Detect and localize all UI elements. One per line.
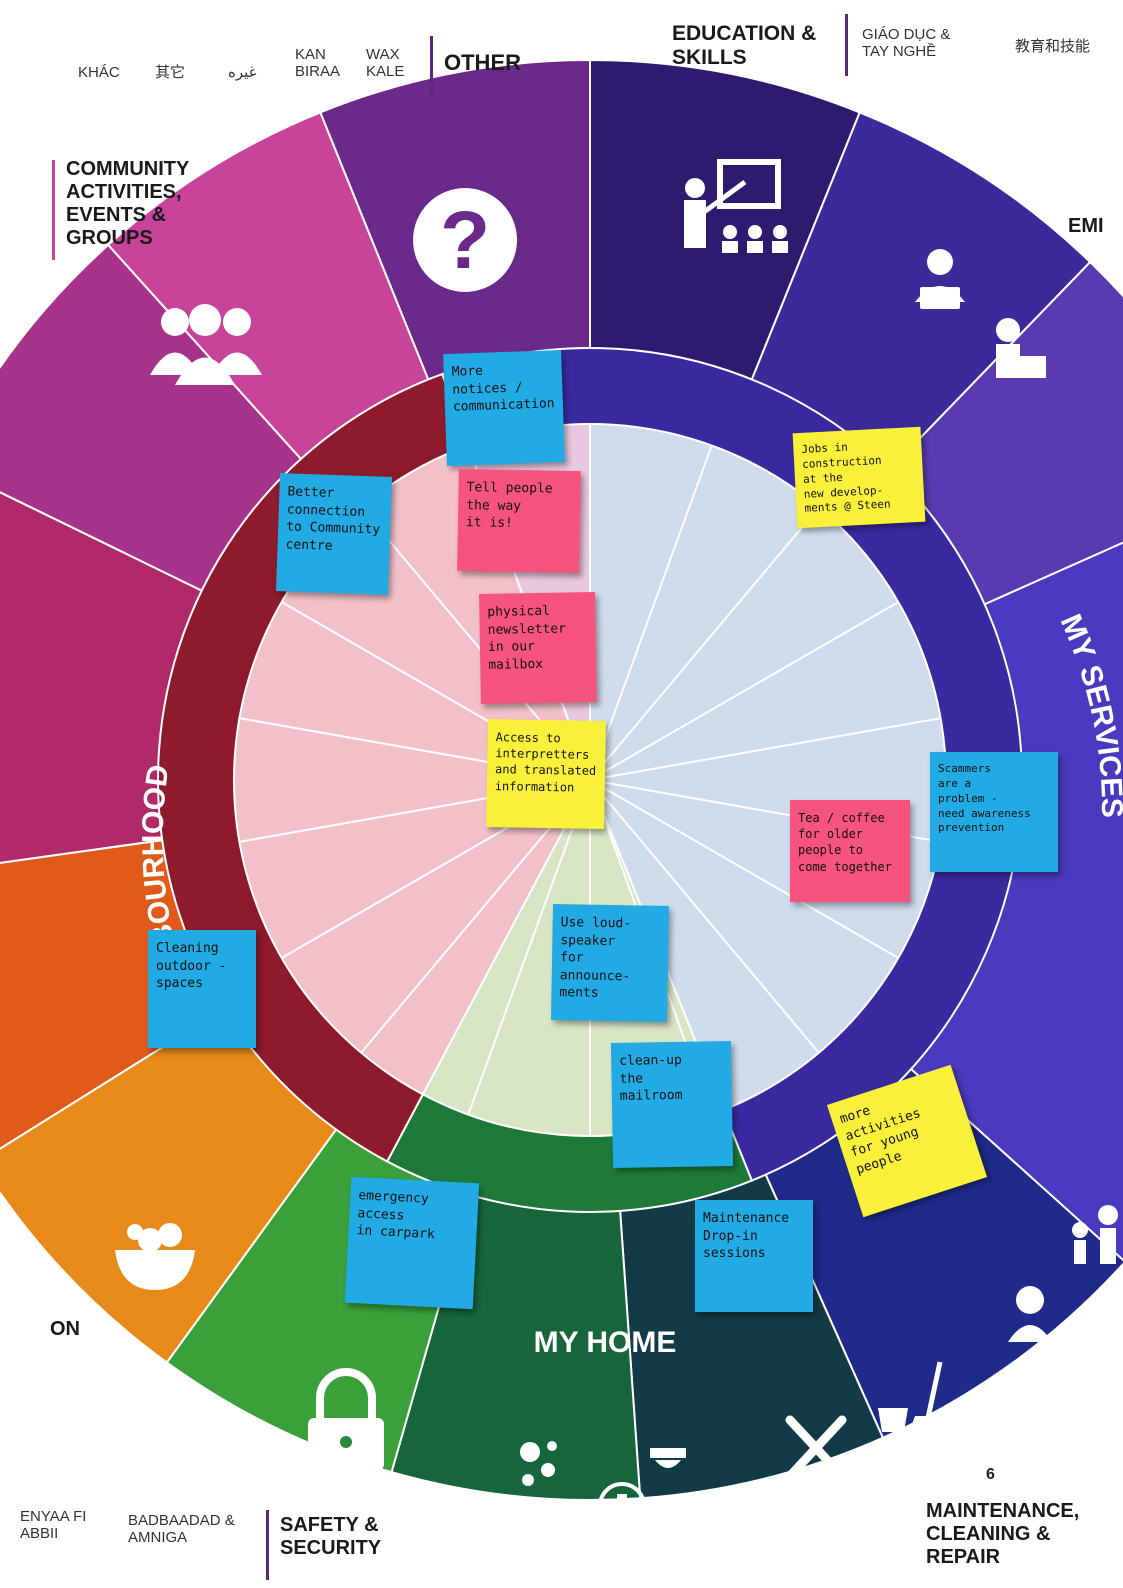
safety-title-so: BADBAADAD & AMNIGA bbox=[128, 1512, 235, 1547]
fruit-bowl-icon bbox=[115, 1223, 195, 1290]
sticky-note-tea-coffee: Tea / coffee for older people to come to… bbox=[790, 800, 910, 902]
sticky-note-clean-mailroom: clean-up the mailroom bbox=[610, 1040, 734, 1169]
community-divider bbox=[52, 160, 55, 260]
sticky-note-tell-people: Tell people the way it is! bbox=[457, 468, 581, 574]
other-label-ar: غيره bbox=[228, 64, 257, 81]
other-divider bbox=[430, 36, 433, 96]
tools-icon bbox=[785, 1415, 847, 1481]
other-label-zh: 其它 bbox=[155, 64, 186, 81]
sticky-note-jobs-construction: Jobs in construction at the new develop-… bbox=[792, 426, 926, 529]
education-divider bbox=[845, 14, 848, 76]
maintenance-title: MAINTENANCE, CLEANING & REPAIR bbox=[926, 1500, 1080, 1568]
presenter-icon bbox=[996, 318, 1046, 378]
sticky-note-cleaning-outdoor: Cleaning outdoor - spaces bbox=[148, 930, 256, 1048]
sticky-note-scammers: Scammers are a problem - need awareness … bbox=[930, 752, 1058, 872]
wheel-spoke bbox=[589, 779, 820, 1054]
wheel-spoke bbox=[589, 601, 899, 781]
wheel-spoke bbox=[589, 506, 820, 781]
sticky-note-better-connection: Better connection to Community centre bbox=[275, 473, 393, 595]
core-services bbox=[589, 422, 948, 1112]
wheel-spoke bbox=[589, 445, 713, 781]
washing-hands-icon bbox=[520, 1441, 686, 1486]
sticky-note-more-notices: More notices / communication bbox=[443, 349, 565, 467]
other-label-so: WAX KALE bbox=[366, 46, 405, 81]
employment-title-partial: EMI bbox=[1068, 215, 1104, 237]
question-icon: ? bbox=[413, 188, 517, 292]
person-icon bbox=[1008, 1286, 1052, 1342]
svg-text:?: ? bbox=[440, 195, 490, 286]
wheel-spoke bbox=[467, 779, 591, 1115]
page-number: 6 bbox=[986, 1466, 995, 1483]
education-title: EDUCATION & SKILLS bbox=[672, 22, 817, 70]
people-group-icon bbox=[150, 304, 262, 385]
food-title-partial: ON bbox=[50, 1318, 80, 1340]
other-label-vi: KHÁC bbox=[78, 64, 120, 81]
laptop-coder-icon bbox=[915, 249, 965, 309]
safety-title-om: ENYAA FI ABBII bbox=[20, 1508, 87, 1543]
education-title-vi: GIÁO DỤC & TAY NGHỀ bbox=[862, 26, 951, 61]
sticky-note-emergency-access: emergency access in carpark bbox=[344, 1176, 480, 1310]
ring-label-home: MY HOME bbox=[534, 1326, 677, 1359]
other-title: OTHER bbox=[444, 50, 521, 75]
sticky-note-maintenance-dropin: Maintenance Drop-in sessions bbox=[695, 1200, 813, 1312]
first-aid-icon bbox=[598, 1482, 646, 1530]
safety-title: SAFETY & SECURITY bbox=[280, 1514, 382, 1559]
padlock-icon bbox=[308, 1368, 384, 1470]
sticky-note-loud-speaker: Use loud- speaker for announce- ments bbox=[550, 903, 670, 1023]
cleaning-icon bbox=[878, 1361, 953, 1438]
sticky-note-access-interpreters: Access to interpretters and translated i… bbox=[486, 718, 606, 830]
sticky-note-physical-newsletter: physical newsletter in our mailbox bbox=[479, 591, 597, 705]
safety-divider bbox=[266, 1510, 269, 1580]
teacher-icon bbox=[684, 159, 788, 253]
education-title-zh: 教育和技能 bbox=[1015, 38, 1091, 55]
other-label-om: KAN BIRAA bbox=[295, 46, 341, 81]
family-icon bbox=[1072, 1205, 1118, 1264]
community-title: COMMUNITY ACTIVITIES, EVENTS & GROUPS bbox=[66, 158, 190, 249]
wheel-spoke bbox=[589, 717, 941, 781]
wheel-spoke bbox=[589, 779, 899, 959]
